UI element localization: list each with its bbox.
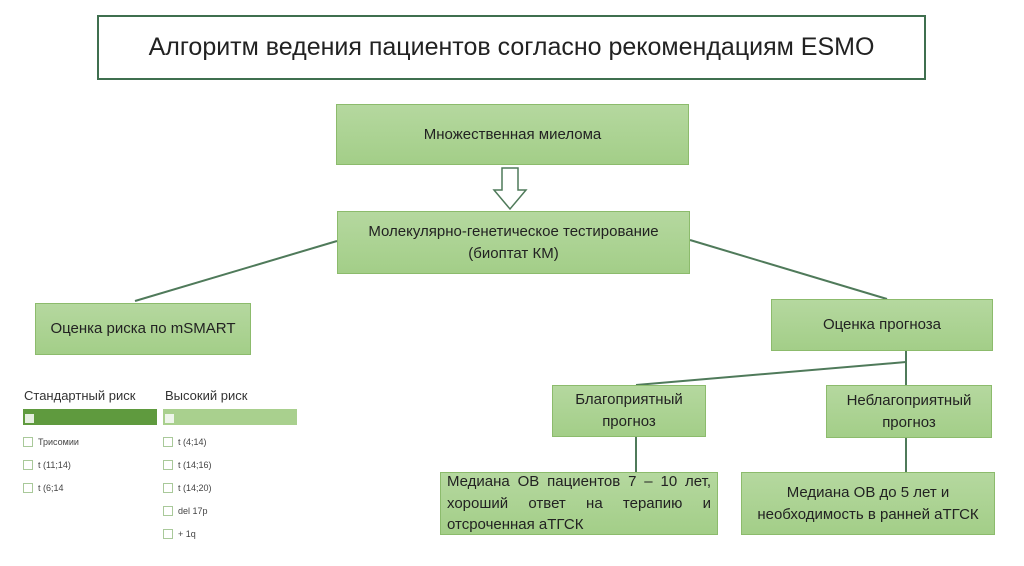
checkbox-icon	[163, 460, 173, 470]
legend-item: t (11;14)	[23, 460, 71, 470]
legend-item: t (6;14	[23, 483, 64, 493]
page-title: Алгоритм ведения пациентов согласно реко…	[97, 15, 926, 80]
connector-testing-msmart	[134, 240, 338, 302]
node-favorable: Благоприятный прогноз	[552, 385, 706, 437]
legend-standard-label: Стандартный риск	[24, 388, 136, 403]
node-favorable-outcome: Медиана ОВ пациентов 7 – 10 лет, хороший…	[440, 472, 718, 535]
node-prognosis: Оценка прогноза	[771, 299, 993, 351]
checkbox-icon	[23, 483, 33, 493]
legend-item: Трисомии	[23, 437, 79, 447]
checkbox-icon	[163, 506, 173, 516]
checkbox-icon	[23, 437, 33, 447]
checkbox-icon	[163, 483, 173, 493]
connector-prognosis-favorable	[635, 361, 907, 386]
down-arrow-icon	[492, 167, 528, 211]
node-unfavorable: Неблагоприятный прогноз	[826, 385, 992, 438]
node-msmart: Оценка риска по mSMART	[35, 303, 251, 355]
checkbox-icon	[163, 529, 173, 539]
node-myeloma: Множественная миелома	[336, 104, 689, 165]
node-testing: Молекулярно-генетическое тестирование (б…	[337, 211, 690, 274]
checkbox-icon	[23, 460, 33, 470]
legend-item: t (14;16)	[163, 460, 212, 470]
connector-testing-prognosis	[689, 239, 888, 300]
node-unfavorable-outcome: Медиана ОВ до 5 лет и необходимость в ра…	[741, 472, 995, 535]
legend-item: t (4;14)	[163, 437, 207, 447]
legend-item: t (14;20)	[163, 483, 212, 493]
legend-item: del 17p	[163, 506, 208, 516]
legend-standard-bar	[23, 409, 157, 425]
checkbox-icon	[163, 437, 173, 447]
legend-high-label: Высокий риск	[165, 388, 248, 403]
legend-high-bar	[163, 409, 297, 425]
legend-item: + 1q	[163, 529, 196, 539]
